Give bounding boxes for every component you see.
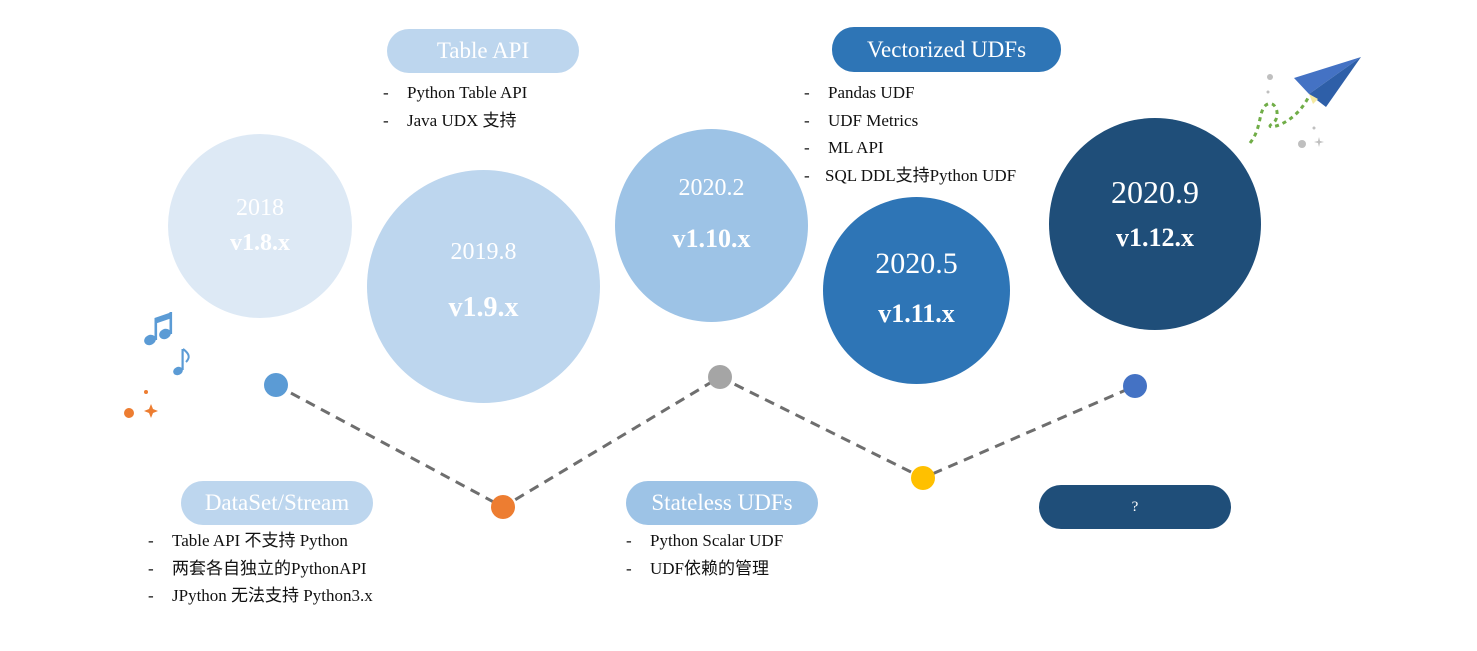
release-version: v1.12.x <box>1116 222 1194 252</box>
release-version: v1.9.x <box>448 292 519 323</box>
timeline-dot-2020-5 <box>911 466 935 490</box>
list-item: -JPython 无法支持 Python3.x <box>148 582 373 610</box>
list-marker: - <box>383 110 389 130</box>
release-year: 2019.8 <box>450 239 517 265</box>
table-api-feature-list: -Python Table API -Java UDX 支持 <box>383 79 527 134</box>
timeline-dot-2019 <box>491 495 515 519</box>
release-circle-2020-2: 2020.2 v1.10.x <box>615 129 808 322</box>
future-release-placeholder: ? <box>1039 485 1231 529</box>
list-marker: - <box>626 531 632 550</box>
sparkle-icon <box>124 390 158 418</box>
list-item-text: 两套各自独立的PythonAPI <box>172 558 367 578</box>
list-marker: - <box>383 83 389 102</box>
stateless-udfs-title: Stateless UDFs <box>626 481 818 525</box>
release-version: v1.11.x <box>878 298 955 328</box>
list-marker: - <box>804 138 810 157</box>
list-item-text: Table API 不支持 Python <box>172 531 348 550</box>
release-year: 2020.9 <box>1111 173 1199 210</box>
list-item: -UDF Metrics <box>804 107 1016 135</box>
release-circle-2020-9: 2020.9 v1.12.x <box>1049 118 1261 330</box>
list-item-text: UDF依赖的管理 <box>650 558 770 578</box>
release-version: v1.8.x <box>230 230 290 256</box>
list-item-text: Java UDX 支持 <box>407 110 517 130</box>
list-item-text: Python Table API <box>407 83 528 102</box>
list-item-text: UDF Metrics <box>828 110 919 130</box>
list-item-text: Pandas UDF <box>828 83 915 102</box>
list-marker: - <box>804 165 810 185</box>
release-version: v1.10.x <box>672 224 751 253</box>
table-api-title: Table API <box>387 29 579 73</box>
list-item: -Pandas UDF <box>804 79 1016 107</box>
release-year: 2018 <box>236 195 284 221</box>
list-item: -SQL DDL支持Python UDF <box>804 162 1016 190</box>
release-year: 2020.5 <box>875 246 958 280</box>
list-item: -ML API <box>804 134 1016 162</box>
list-item-text: ML API <box>828 138 884 157</box>
list-item: -Table API 不支持 Python <box>148 527 373 555</box>
release-circle-2018: 2018 v1.8.x <box>168 134 352 318</box>
timeline-dot-2020-9 <box>1123 374 1147 398</box>
vectorized-udfs-title: Vectorized UDFs <box>832 27 1061 72</box>
stateless-udfs-feature-list: -Python Scalar UDF -UDF依赖的管理 <box>626 527 783 582</box>
list-item-text: Python Scalar UDF <box>650 531 784 550</box>
release-year: 2020.2 <box>678 175 745 201</box>
vectorized-udfs-feature-list: -Pandas UDF -UDF Metrics -ML API -SQL DD… <box>804 79 1016 189</box>
dataset-stream-feature-list: -Table API 不支持 Python -两套各自独立的PythonAPI … <box>148 527 373 610</box>
list-item: -两套各自独立的PythonAPI <box>148 555 373 583</box>
release-circle-2020-5: 2020.5 v1.11.x <box>823 197 1010 384</box>
list-item: -Python Table API <box>383 79 527 107</box>
release-circle-2019-8: 2019.8 v1.9.x <box>367 170 600 403</box>
timeline-dot-2020-2 <box>708 365 732 389</box>
list-item-text: SQL DDL支持Python UDF <box>825 165 1017 185</box>
music-notes-icon <box>144 312 190 376</box>
list-marker: - <box>804 83 810 102</box>
list-item-text: JPython 无法支持 Python3.x <box>172 586 373 605</box>
list-marker: - <box>148 531 154 550</box>
list-marker: - <box>804 110 810 130</box>
dataset-stream-title: DataSet/Stream <box>181 481 373 525</box>
timeline-dot-2018 <box>264 373 288 397</box>
list-item: -Python Scalar UDF <box>626 527 783 555</box>
list-item: -UDF依赖的管理 <box>626 555 783 583</box>
list-marker: - <box>626 558 632 578</box>
list-item: -Java UDX 支持 <box>383 107 527 135</box>
paper-plane-icon <box>1248 57 1361 148</box>
list-marker: - <box>148 558 154 578</box>
list-marker: - <box>148 586 154 605</box>
